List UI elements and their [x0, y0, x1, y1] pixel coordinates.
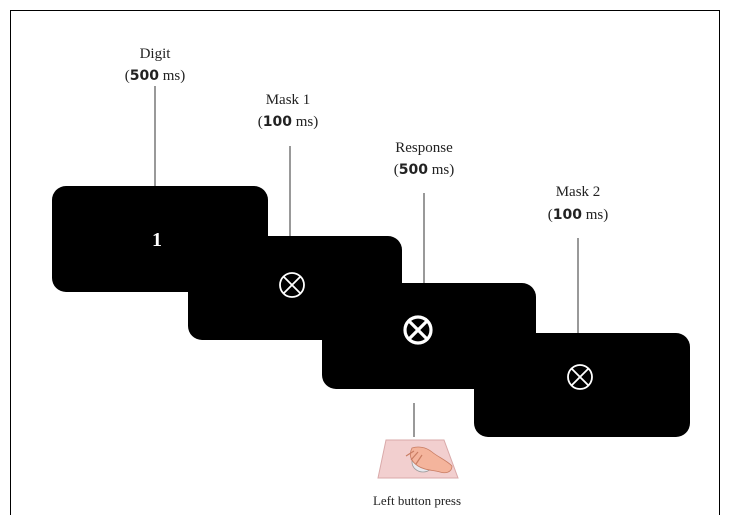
- response-duration: (500 ms): [394, 162, 455, 178]
- screen-mask-2: [474, 333, 690, 437]
- mask-2-duration: (100 ms): [548, 207, 609, 223]
- response-circled-x-icon: [403, 315, 433, 345]
- hand-on-mouse-icon: [377, 439, 459, 479]
- mask-2-circled-x-icon: [567, 364, 593, 390]
- mask-2-label: Mask 2: [556, 184, 601, 200]
- digit-duration: (500 ms): [125, 68, 186, 84]
- digit-stimulus: 1: [152, 229, 162, 251]
- figure-frame: [10, 10, 720, 515]
- mask-1-circled-x-icon: [279, 272, 305, 298]
- mask-1-label: Mask 1: [266, 92, 311, 108]
- left-button-press-label: Left button press: [373, 493, 461, 508]
- mask-1-duration: (100 ms): [258, 114, 319, 130]
- digit-label: Digit: [140, 46, 172, 62]
- response-label: Response: [395, 140, 453, 156]
